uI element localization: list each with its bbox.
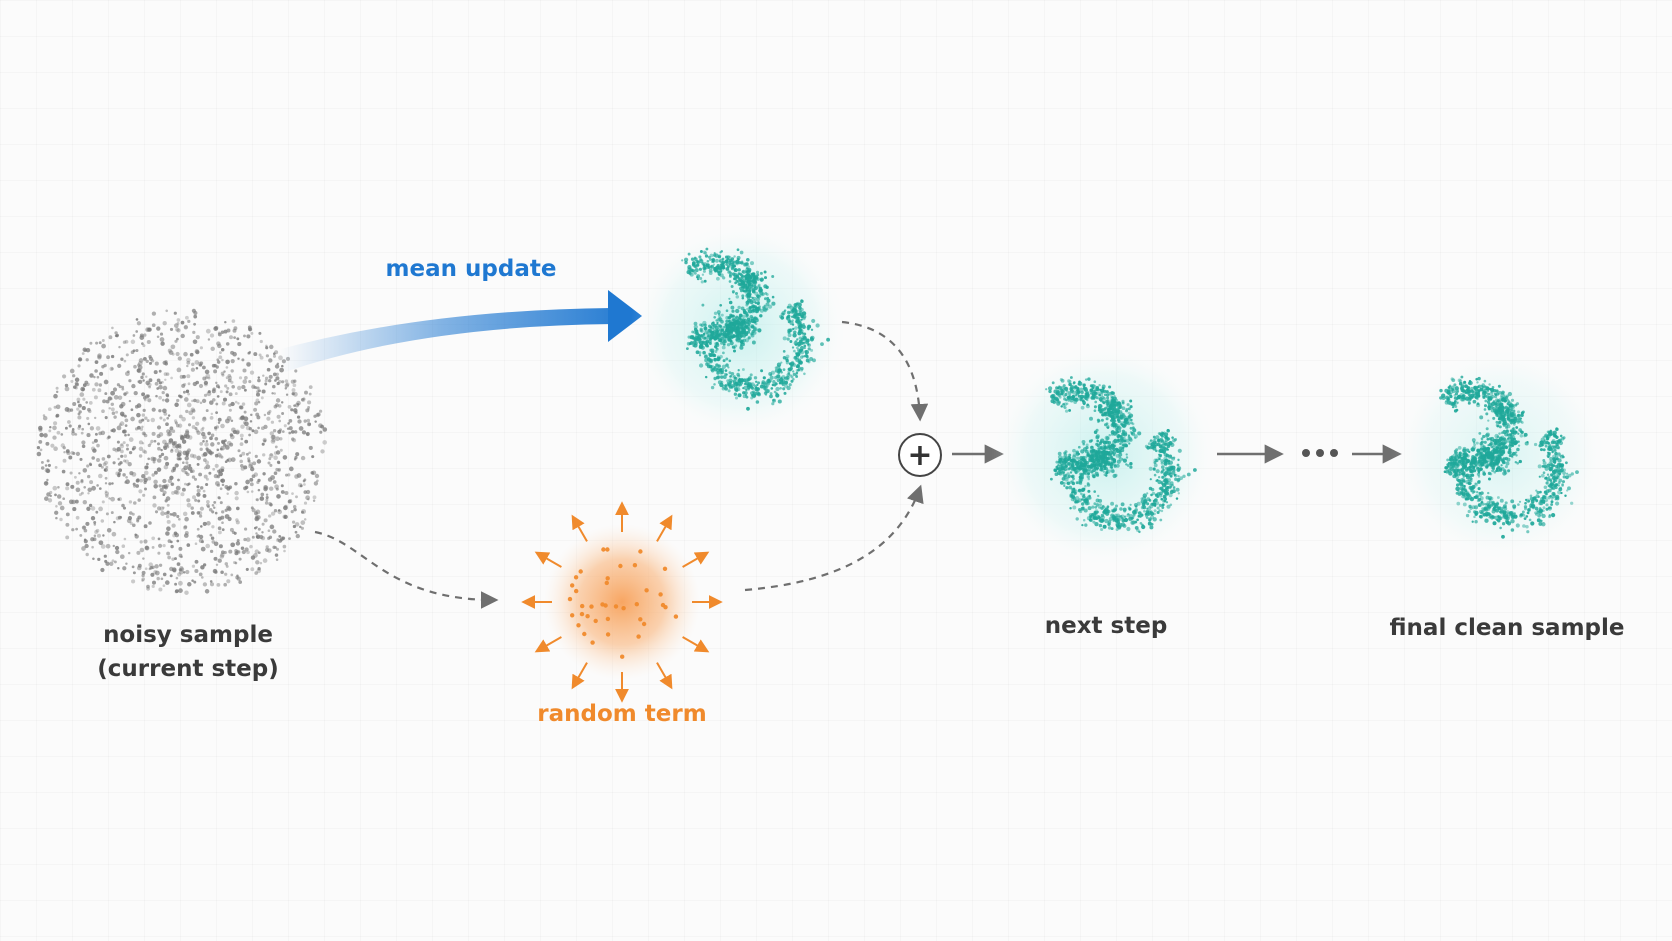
mean-update-arrow: [270, 290, 642, 372]
next-step-sample: [990, 340, 1220, 570]
ellipsis-icon: [1302, 449, 1338, 457]
random-ray-arrow: [656, 662, 673, 690]
noisy-sample-label: noisy sample: [103, 622, 273, 648]
dashed-arrow-random-to-plus: [744, 484, 924, 592]
sum-node: +: [898, 433, 942, 477]
plus-icon: +: [907, 438, 932, 473]
noisy-sample-cloud: [36, 308, 328, 595]
final-clean-sample-label: final clean sample: [1389, 615, 1625, 641]
random-ray-arrow: [571, 662, 588, 690]
mean-update-label: mean update: [385, 256, 557, 282]
random-ray-arrow: [682, 636, 710, 653]
random-ray-arrow: [534, 636, 562, 653]
random-ray-arrow: [656, 514, 673, 542]
dashed-arrow-noise-to-random: [314, 530, 499, 609]
next-step-label: next step: [1044, 613, 1168, 639]
random-ray-arrow: [571, 514, 588, 542]
final-clean-sample: [1390, 345, 1610, 565]
dashed-arrow-mean-to-plus: [841, 320, 929, 422]
mean-update-sample: [630, 220, 850, 440]
random-ray-arrow: [534, 551, 562, 568]
noisy-sample-sublabel: (current step): [97, 656, 279, 682]
random-ray-arrow: [682, 551, 710, 568]
random-term-burst: [521, 501, 723, 703]
random-term-label: random term: [537, 701, 707, 727]
